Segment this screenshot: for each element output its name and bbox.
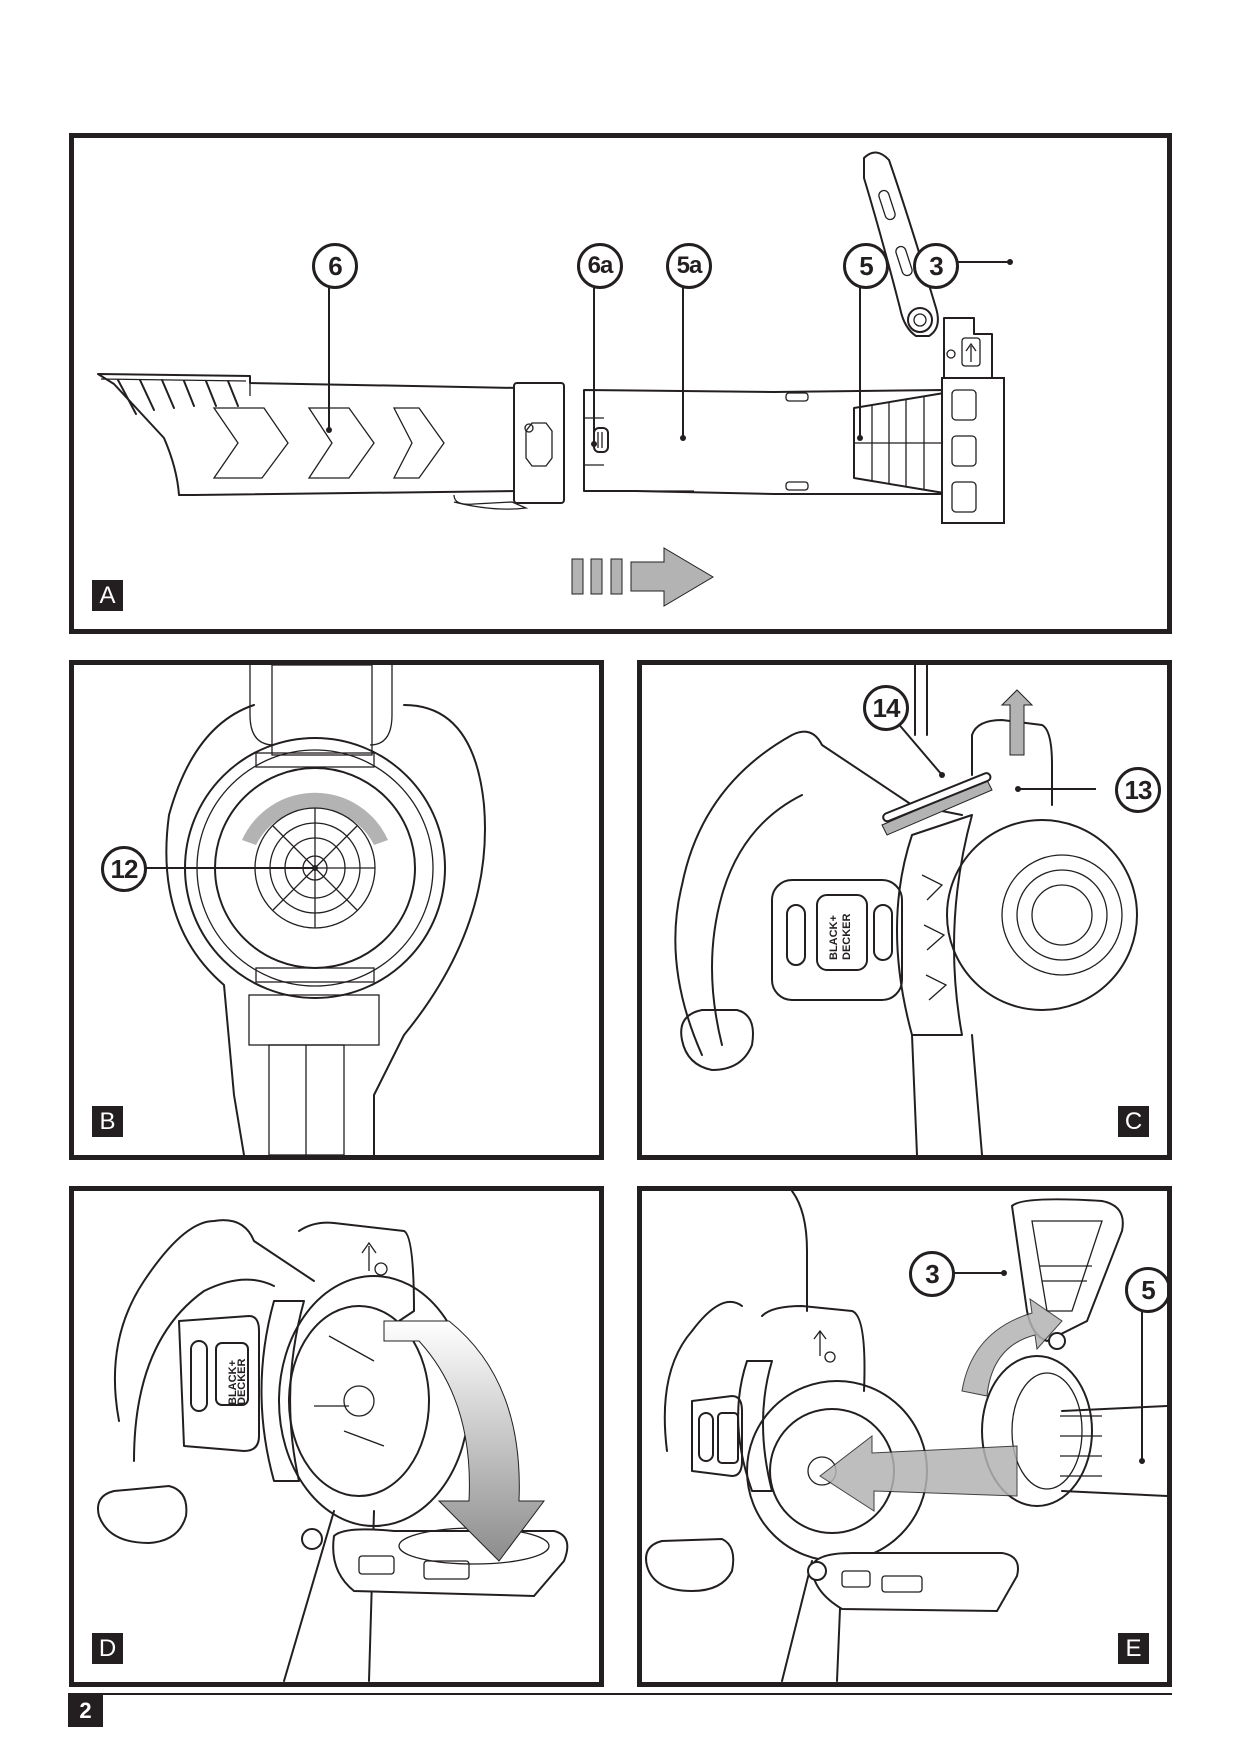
callout-5a: 5a [666,243,712,289]
callout-5: 5 [1125,1267,1167,1313]
blower-body [645,1191,1019,1682]
callout-6a: 6a [577,243,623,289]
footer-rule [68,1693,1172,1695]
figure-d: BLACK+ DECKER D [69,1186,604,1687]
figure-a: 6 6a 5a 5 3 A [69,133,1172,634]
callout-5: 5 [843,243,889,289]
svg-text:BLACK+: BLACK+ [828,915,840,960]
figure-label-a: A [92,580,123,611]
handle-3 [863,151,939,337]
insert-direction-arrow [571,547,714,607]
blower-housing [165,665,486,1155]
callout-6: 6 [312,243,358,289]
blower-tube-assembly-illustration [97,151,1013,607]
figure-e: 3 5 E [637,1186,1172,1687]
blower-cover-rotate-illustration: BLACK+ DECKER [97,1219,569,1682]
release-arrow [881,689,1034,836]
blower-side-release-illustration: BLACK+ DECKER [674,665,1138,1155]
callout-leaders [326,259,1013,447]
figure-label-e: E [1118,1633,1149,1664]
figure-label-d: D [92,1633,123,1664]
callout-3: 3 [909,1251,955,1297]
blower-body: BLACK+ DECKER [674,665,1138,1155]
blower-tube-attach-illustration [645,1191,1167,1682]
rotate-down-arrow [383,1320,545,1562]
svg-text:DECKER: DECKER [841,913,853,960]
nozzle-tube-6 [97,373,565,510]
figure-label-c: C [1118,1106,1149,1137]
svg-text:BLACK+: BLACK+ [227,1360,239,1405]
insert-rotate-arrows [819,1297,1063,1512]
callout-13: 13 [1115,767,1161,813]
svg-text:DECKER: DECKER [236,1358,248,1405]
figure-label-b: B [92,1106,123,1137]
figure-c: BLACK+ DECKER 14 13 C [637,660,1172,1160]
figure-b: 12 B [69,660,604,1160]
callout-14: 14 [863,685,909,731]
blower-tube-5 [583,317,1005,524]
blower-intake-front-illustration [141,665,486,1155]
page-number: 2 [68,1695,103,1727]
callout-12: 12 [101,846,147,892]
callout-3: 3 [913,243,959,289]
